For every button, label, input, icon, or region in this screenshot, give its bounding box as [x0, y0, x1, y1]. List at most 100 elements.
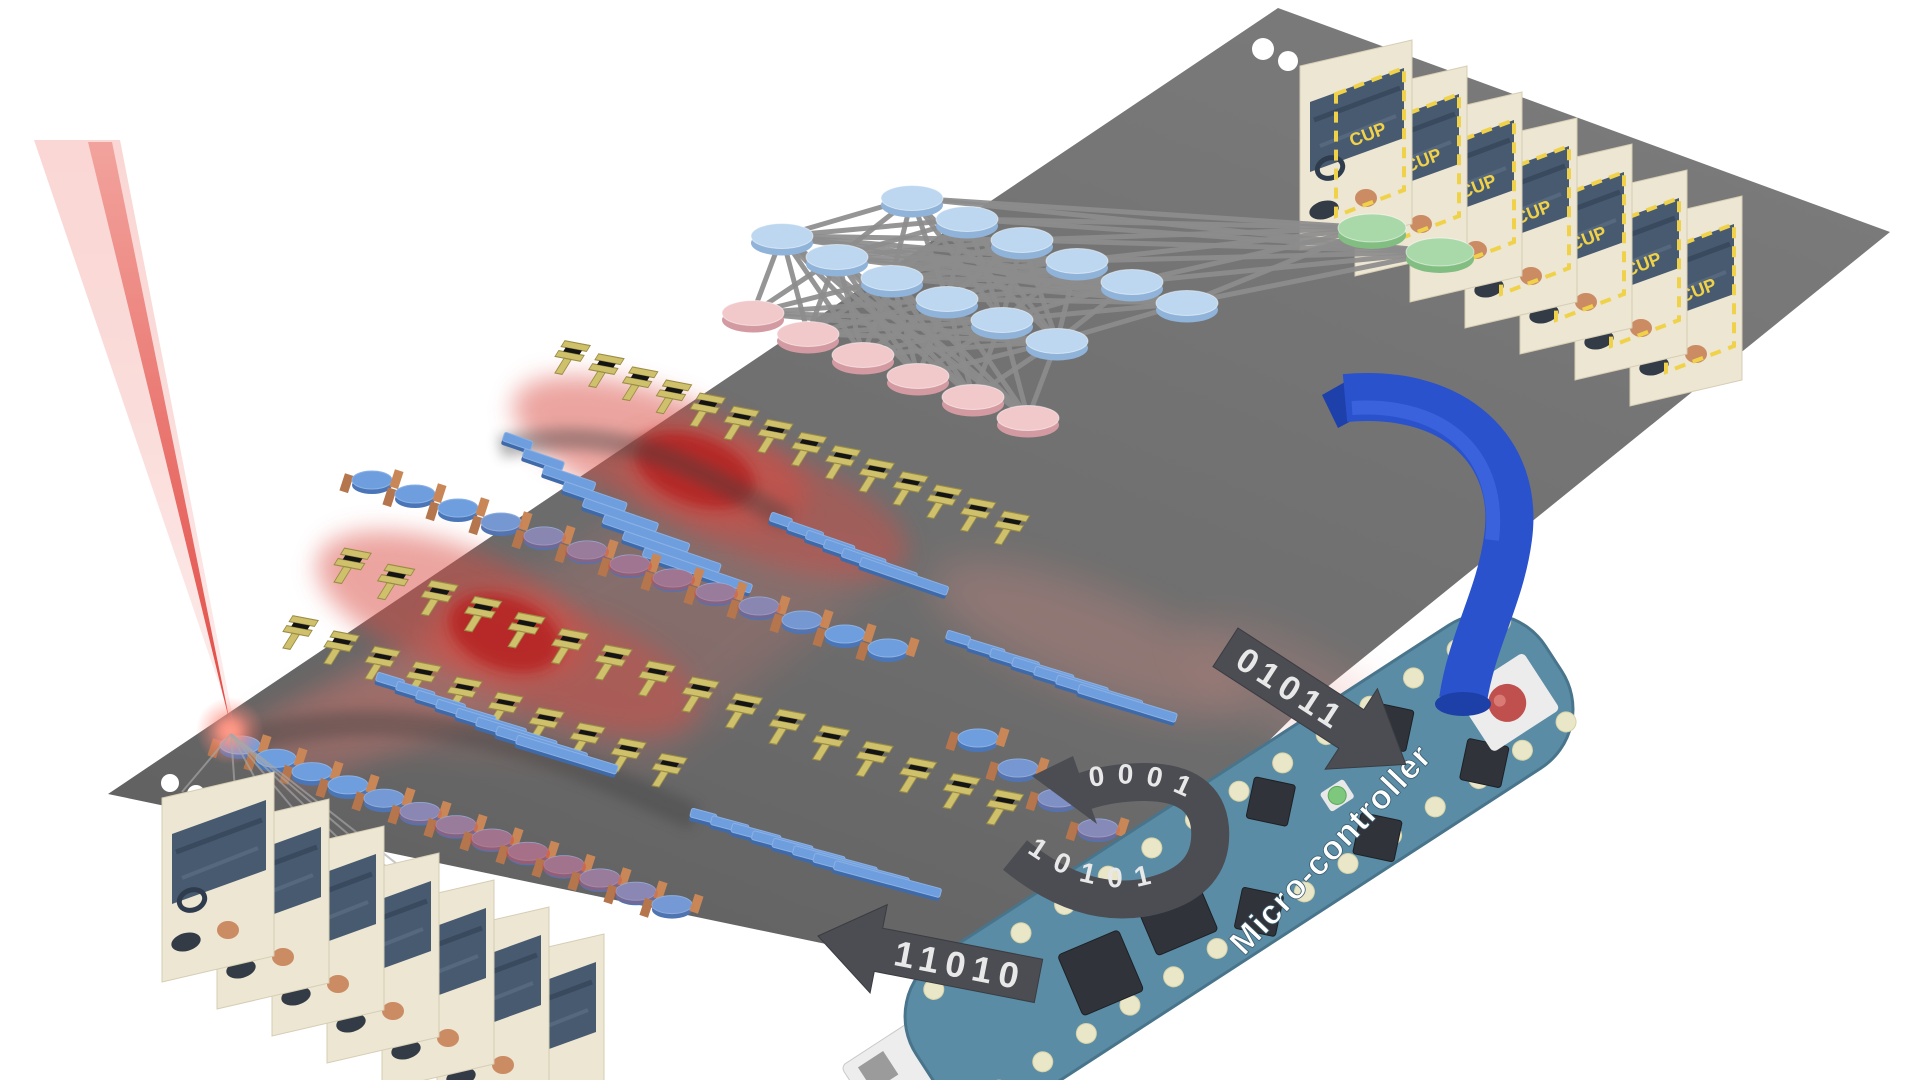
network-node-hidden1 — [915, 286, 979, 319]
network-edge — [966, 216, 1373, 231]
idt-electrode — [554, 340, 591, 375]
resonator-disc — [640, 567, 705, 592]
idt-electrode — [364, 645, 401, 681]
network-node-output — [1337, 213, 1407, 249]
idt-electrode — [768, 708, 807, 746]
chip — [1058, 930, 1144, 1016]
solder-pad — [1272, 752, 1294, 774]
idt-electrode — [724, 692, 764, 729]
solder-pad — [1293, 881, 1315, 903]
usb-pad — [857, 1050, 899, 1080]
solder-pad — [1402, 667, 1424, 689]
idt-electrode — [420, 579, 459, 617]
network-node-hidden1 — [750, 223, 814, 256]
idt-electrode — [811, 724, 851, 762]
solder-pad — [1075, 1022, 1097, 1044]
resonator-disc — [769, 609, 834, 634]
resonator-disc — [554, 539, 619, 564]
solder-pad — [1555, 711, 1577, 733]
fan-line — [181, 733, 232, 793]
solder-pad — [1511, 739, 1533, 761]
network-edge — [964, 217, 1060, 343]
network-edge — [1076, 225, 1373, 264]
idt-electrode — [790, 431, 828, 467]
solder-pad — [1141, 837, 1163, 859]
network-node-hidden2 — [1155, 290, 1219, 323]
idt-electrode — [507, 611, 546, 649]
grating-bar — [858, 557, 949, 599]
idt-electrode — [892, 471, 929, 506]
idt-electrode — [376, 563, 416, 601]
idt-electrode — [898, 756, 938, 794]
network-edge — [1021, 225, 1373, 243]
idt-electrode — [637, 660, 677, 697]
idt-electrode — [993, 510, 1031, 546]
resonator-disc — [382, 483, 447, 508]
resonator-disc — [1065, 817, 1130, 842]
classified-image-card: CUP — [1299, 39, 1413, 251]
reset-button[interactable] — [1481, 677, 1534, 730]
idt-electrode — [756, 418, 794, 454]
network-edge — [780, 234, 920, 378]
network-edge — [890, 276, 1030, 420]
idt-electrode — [550, 628, 590, 665]
idt-electrode — [723, 405, 760, 441]
network-node-input — [831, 342, 895, 375]
solder-pad — [1228, 780, 1250, 802]
network-node-input — [941, 384, 1005, 417]
resonator-disc — [387, 800, 452, 826]
resonator-disc — [945, 727, 1010, 752]
network-node-hidden1 — [970, 307, 1034, 340]
resonator-disc — [339, 469, 404, 494]
solder-pad — [1206, 937, 1228, 959]
network-node-hidden2 — [1100, 269, 1164, 302]
chip — [1352, 812, 1403, 863]
network-edge — [1186, 249, 1441, 306]
idt-electrode — [594, 644, 633, 681]
network-node-input — [886, 363, 950, 396]
idt-electrode — [405, 661, 442, 696]
network-node-hidden2 — [1045, 248, 1109, 281]
idt-electrode — [463, 595, 503, 633]
reset-button-highlight — [1493, 694, 1506, 707]
network-node-hidden1 — [860, 265, 924, 298]
network-node-input — [776, 321, 840, 354]
network-node-hidden2 — [935, 206, 999, 239]
idt-electrode — [855, 740, 894, 778]
network-edge — [909, 196, 1005, 322]
solder-pad — [1337, 853, 1359, 875]
resonator-disc — [468, 511, 533, 536]
network-node-hidden2 — [990, 227, 1054, 260]
grating-bar — [832, 860, 942, 902]
idt-electrode — [959, 497, 997, 533]
idt-electrode — [651, 752, 688, 788]
solder-pad — [1163, 966, 1185, 988]
idt-electrode — [655, 379, 693, 415]
idt-electrode — [925, 484, 963, 520]
chip — [1245, 776, 1296, 827]
resonator-disc — [726, 595, 791, 620]
network-edge — [779, 234, 866, 357]
acoustic-waveguide-upper — [339, 340, 1031, 662]
resonator-disc — [855, 637, 920, 662]
idt-electrode — [858, 458, 896, 493]
idt-electrode — [942, 772, 981, 810]
usb-transfer-arrow — [1322, 373, 1534, 716]
waveguide-channels — [234, 427, 794, 830]
grating-bar — [514, 734, 619, 778]
idt-electrode — [689, 392, 727, 428]
resonator-disc — [511, 525, 576, 550]
solder-pad — [1010, 922, 1032, 944]
network-node-hidden1 — [805, 244, 869, 277]
idt-electrode — [985, 789, 1025, 826]
network-edge — [910, 196, 1059, 343]
resonator-disc — [597, 553, 662, 578]
resonator-disc — [812, 623, 877, 648]
network-node-hidden1 — [1025, 328, 1089, 361]
resonator-disc — [985, 757, 1050, 782]
idt-electrode — [333, 547, 372, 585]
idt-electrode — [681, 676, 720, 713]
grating-bar — [1076, 683, 1178, 726]
laser-beam — [34, 140, 264, 765]
